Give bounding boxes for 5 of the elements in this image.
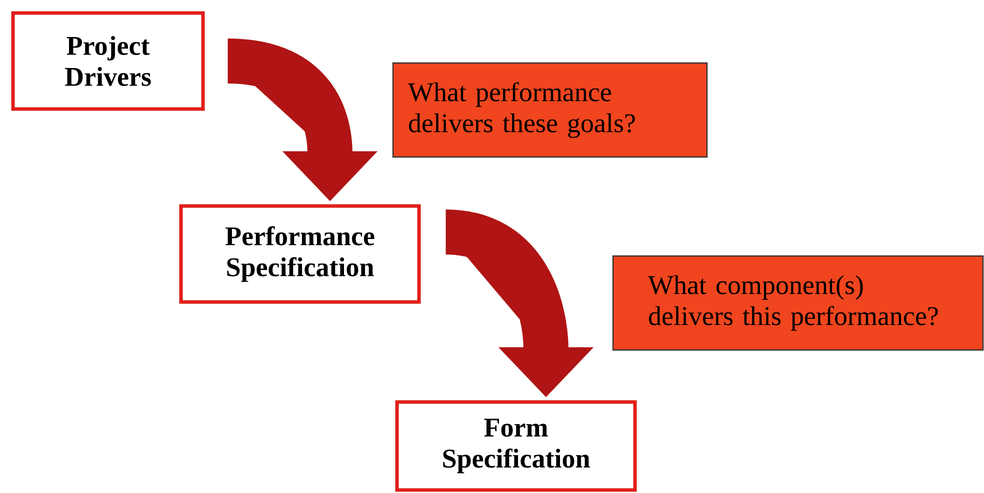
question-box: What performance delivers these goals? [392, 62, 708, 158]
process-box: Form Specification [395, 400, 637, 492]
process-box: Project Drivers [11, 11, 205, 111]
question-box: What component(s) delivers this performance? [612, 255, 984, 351]
process-box: Performance Specification [179, 204, 421, 304]
